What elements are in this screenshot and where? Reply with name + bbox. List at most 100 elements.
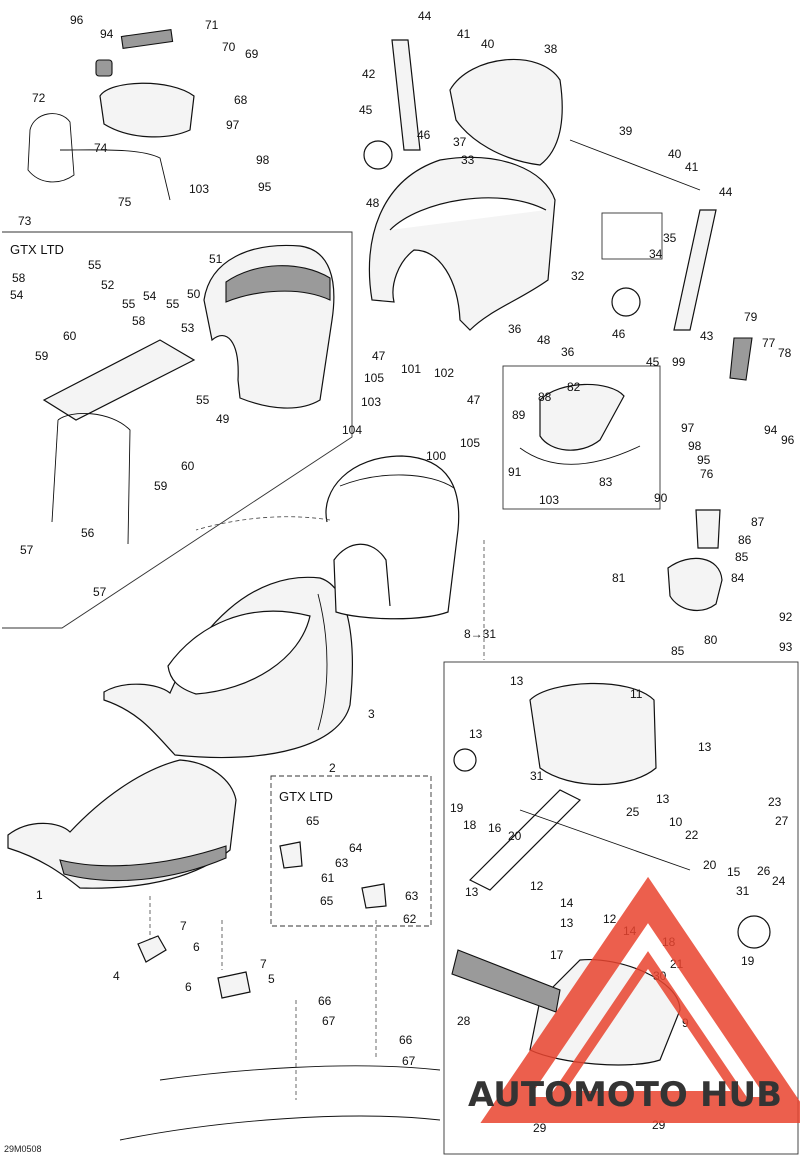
callout-24: 24 <box>772 874 786 888</box>
callout-6: 6 <box>193 940 200 954</box>
callout-96: 96 <box>781 433 795 447</box>
callout-85: 85 <box>735 550 749 564</box>
callout-79: 79 <box>744 310 758 324</box>
callout-64: 64 <box>349 841 363 855</box>
callout-15: 15 <box>727 865 741 879</box>
callout-12: 12 <box>530 879 544 893</box>
lower-right-frame <box>443 661 799 1155</box>
callout-97: 97 <box>681 421 695 435</box>
callout-74: 74 <box>94 141 108 155</box>
callout-57: 57 <box>20 543 34 557</box>
callout-23: 23 <box>768 795 782 809</box>
callout-98: 98 <box>256 153 270 167</box>
callout-44: 44 <box>418 9 432 23</box>
callout-94: 94 <box>100 27 114 41</box>
backrest-pad <box>449 58 563 166</box>
callout-76: 76 <box>700 467 714 481</box>
callout-62: 62 <box>403 912 417 926</box>
callout-59: 59 <box>154 479 168 493</box>
callout-17: 17 <box>550 948 564 962</box>
callout-68: 68 <box>234 93 248 107</box>
callout-103: 103 <box>539 493 559 507</box>
callout-93: 93 <box>779 640 793 654</box>
callout-32: 32 <box>571 269 585 283</box>
callout-55: 55 <box>196 393 210 407</box>
callout-104: 104 <box>342 423 362 437</box>
callout-37: 37 <box>453 135 467 149</box>
callout-103: 103 <box>189 182 209 196</box>
callout-26: 26 <box>757 864 771 878</box>
callout-105: 105 <box>364 371 384 385</box>
callout-7: 7 <box>260 957 267 971</box>
watermark-text-right: HUB <box>700 1075 782 1115</box>
callout-95: 95 <box>697 453 711 467</box>
callout-89: 89 <box>512 408 526 422</box>
callout-54: 54 <box>10 288 24 302</box>
mounting-brackets <box>119 841 441 1141</box>
callout-84: 84 <box>731 571 745 585</box>
callout-55: 55 <box>122 297 136 311</box>
callout-14: 14 <box>560 896 574 910</box>
callout-13: 13 <box>510 674 524 688</box>
callout-40: 40 <box>668 147 682 161</box>
callout-2: 2 <box>329 761 336 775</box>
callout-47: 47 <box>372 349 386 363</box>
callout-100: 100 <box>426 449 446 463</box>
callout-6: 6 <box>185 980 192 994</box>
callout-20: 20 <box>508 829 522 843</box>
callout-35: 35 <box>663 231 677 245</box>
callout-13: 13 <box>560 916 574 930</box>
callout-49: 49 <box>216 412 230 426</box>
callout-12: 12 <box>603 912 617 926</box>
callout-60: 60 <box>181 459 195 473</box>
callout-69: 69 <box>245 47 259 61</box>
callout-94: 94 <box>764 423 778 437</box>
callout-60: 60 <box>63 329 77 343</box>
callout-67: 67 <box>322 1014 336 1028</box>
callout-67: 67 <box>402 1054 416 1068</box>
callout-87: 87 <box>751 515 765 529</box>
gtx-ltd-frame-upper-left <box>2 231 353 629</box>
callout-41: 41 <box>457 27 471 41</box>
callout-86: 86 <box>738 533 752 547</box>
callout-18: 18 <box>463 818 477 832</box>
callout-46: 46 <box>612 327 626 341</box>
callout-97: 97 <box>226 118 240 132</box>
callout-102: 102 <box>434 366 454 380</box>
watermark-logo: AUTOMOTO HUB <box>468 876 800 1123</box>
callout-58: 58 <box>12 271 26 285</box>
callout-48: 48 <box>366 196 380 210</box>
seat-base <box>7 759 237 889</box>
callout-45: 45 <box>646 355 660 369</box>
section-title: GTX LTD <box>10 242 64 257</box>
callout-65: 65 <box>306 814 320 828</box>
callout-98: 98 <box>688 439 702 453</box>
callout-4: 4 <box>113 969 120 983</box>
gtx-ltd-rack <box>42 339 196 545</box>
callout-31: 31 <box>530 769 544 783</box>
callout-13: 13 <box>698 740 712 754</box>
callout-47: 47 <box>467 393 481 407</box>
grab-handle-assembly <box>27 28 195 201</box>
callout-20: 20 <box>703 858 717 872</box>
callout-70: 70 <box>222 40 236 54</box>
harness-detail-frame <box>502 365 661 510</box>
callout-66: 66 <box>318 994 332 1008</box>
callout-7: 7 <box>180 919 187 933</box>
callout-33: 33 <box>461 153 475 167</box>
callout-90: 90 <box>654 491 668 505</box>
callout-66: 66 <box>399 1033 413 1047</box>
callout-10: 10 <box>669 815 683 829</box>
backrest-assembly <box>368 156 556 331</box>
callout-80: 80 <box>704 633 718 647</box>
callout-103: 103 <box>361 395 381 409</box>
callout-38: 38 <box>544 42 558 56</box>
callout-13: 13 <box>465 885 479 899</box>
callout-57: 57 <box>93 585 107 599</box>
callout-44: 44 <box>719 185 733 199</box>
callout-75: 75 <box>118 195 132 209</box>
callout-31: 31 <box>736 884 750 898</box>
callout-34: 34 <box>649 247 663 261</box>
